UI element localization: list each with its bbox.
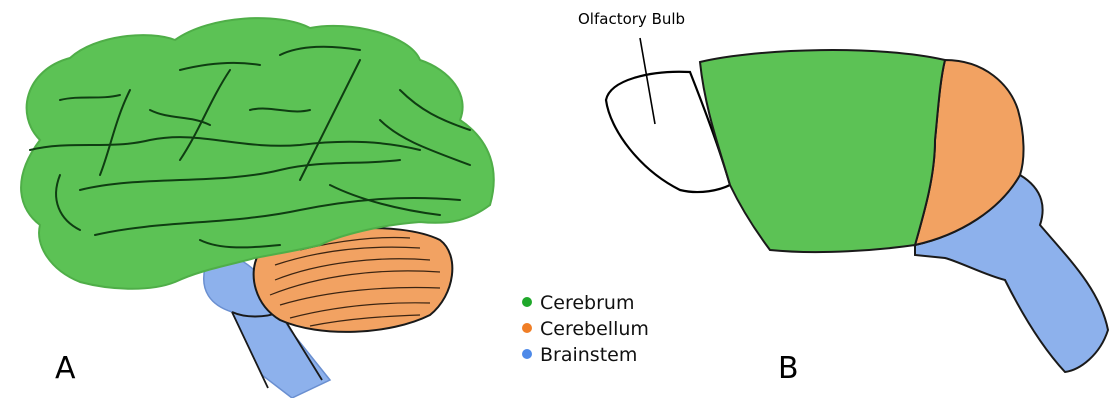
panel-a-human-brain: A xyxy=(21,18,494,398)
legend-label-cerebellum: Cerebellum xyxy=(540,318,649,340)
legend-dot-cerebellum xyxy=(522,323,532,333)
panel-b-rodent-brain: Olfactory Bulb B xyxy=(578,10,1108,386)
legend-item-cerebellum: Cerebellum xyxy=(522,318,649,340)
cerebrum-b xyxy=(700,50,945,252)
legend-dot-brainstem xyxy=(522,349,532,359)
panel-b-label: B xyxy=(778,351,799,386)
legend-label-cerebrum: Cerebrum xyxy=(540,292,634,314)
legend-item-brainstem: Brainstem xyxy=(522,344,637,366)
legend: Cerebrum Cerebellum Brainstem xyxy=(522,292,649,366)
legend-item-cerebrum: Cerebrum xyxy=(522,292,634,314)
legend-dot-cerebrum xyxy=(522,297,532,307)
panel-a-label: A xyxy=(55,351,76,386)
olfactory-bulb-label: Olfactory Bulb xyxy=(578,10,685,28)
legend-label-brainstem: Brainstem xyxy=(540,344,637,366)
